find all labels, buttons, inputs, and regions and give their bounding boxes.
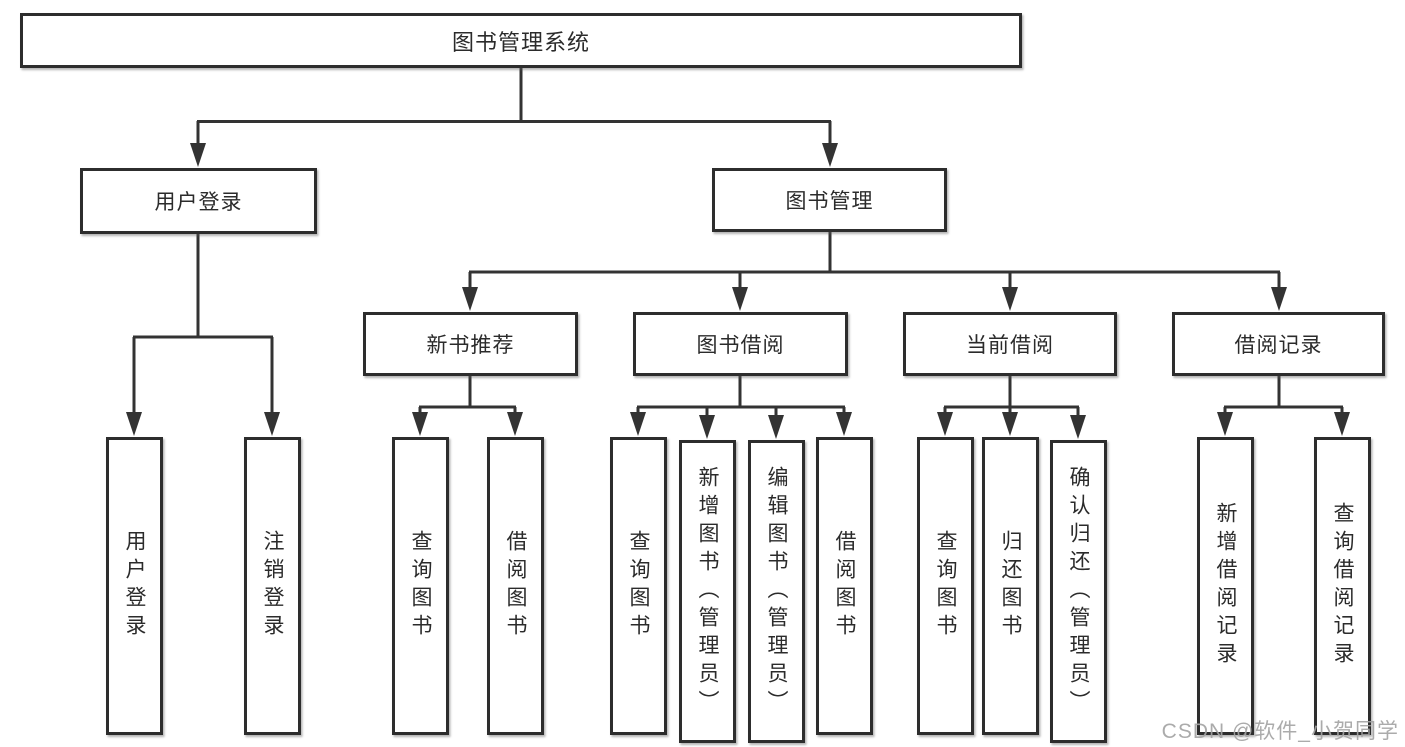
node-user-login-label: 用户登录 bbox=[154, 191, 243, 214]
leaf-borrow-books-recommend-label: 借阅图书 bbox=[504, 530, 527, 642]
node-root-label: 图书管理系统 bbox=[451, 29, 590, 55]
leaf-query-books-recommend-label: 查询图书 bbox=[409, 530, 432, 642]
node-book-management-label: 图书管理 bbox=[785, 190, 874, 213]
node-borrow-records: 借阅记录 bbox=[1172, 312, 1385, 376]
leaf-edit-book-admin: 编辑图书（管理员） bbox=[748, 440, 805, 743]
leaf-query-books-current-label: 查询图书 bbox=[934, 530, 957, 642]
node-current-borrow-label: 当前借阅 bbox=[966, 334, 1054, 357]
leaf-return-book-label: 归还图书 bbox=[999, 530, 1022, 642]
node-current-borrow: 当前借阅 bbox=[903, 312, 1117, 376]
node-book-borrow: 图书借阅 bbox=[633, 312, 848, 376]
arrowheads bbox=[126, 143, 1350, 439]
node-book-management: 图书管理 bbox=[712, 168, 947, 232]
leaf-query-books-borrow: 查询图书 bbox=[610, 437, 667, 735]
leaf-user-login: 用户登录 bbox=[106, 437, 163, 735]
leaf-query-books-borrow-label: 查询图书 bbox=[627, 530, 650, 642]
leaf-add-borrow-record-label: 新增借阅记录 bbox=[1214, 502, 1237, 670]
node-book-borrow-label: 图书借阅 bbox=[696, 334, 785, 357]
leaf-logout: 注销登录 bbox=[244, 437, 301, 735]
leaf-query-borrow-record-label: 查询借阅记录 bbox=[1331, 502, 1354, 670]
node-new-book-recommend: 新书推荐 bbox=[363, 312, 578, 376]
csdn-watermark: CSDN @软件_小贺同学 bbox=[1161, 720, 1399, 743]
leaf-add-book-admin: 新增图书（管理员） bbox=[679, 440, 736, 743]
leaf-query-books-current: 查询图书 bbox=[917, 437, 974, 735]
leaf-borrow-books-borrow-label: 借阅图书 bbox=[833, 530, 856, 642]
node-user-login: 用户登录 bbox=[80, 168, 317, 234]
leaf-add-borrow-record: 新增借阅记录 bbox=[1197, 437, 1254, 735]
node-borrow-records-label: 借阅记录 bbox=[1234, 334, 1323, 357]
leaf-logout-label: 注销登录 bbox=[261, 530, 284, 642]
leaf-query-borrow-record: 查询借阅记录 bbox=[1314, 437, 1371, 735]
leaf-return-book: 归还图书 bbox=[982, 437, 1039, 735]
node-root: 图书管理系统 bbox=[20, 13, 1022, 68]
node-new-book-recommend-label: 新书推荐 bbox=[426, 334, 515, 357]
leaf-add-book-admin-label: 新增图书（管理员） bbox=[696, 465, 719, 718]
leaf-confirm-return-admin-label: 确认归还（管理员） bbox=[1067, 465, 1090, 718]
leaf-query-books-recommend: 查询图书 bbox=[392, 437, 449, 735]
leaf-confirm-return-admin: 确认归还（管理员） bbox=[1050, 440, 1107, 743]
leaf-borrow-books-recommend: 借阅图书 bbox=[487, 437, 544, 735]
leaf-borrow-books-borrow: 借阅图书 bbox=[816, 437, 873, 735]
leaf-edit-book-admin-label: 编辑图书（管理员） bbox=[765, 465, 788, 718]
leaf-user-login-label: 用户登录 bbox=[123, 530, 146, 642]
